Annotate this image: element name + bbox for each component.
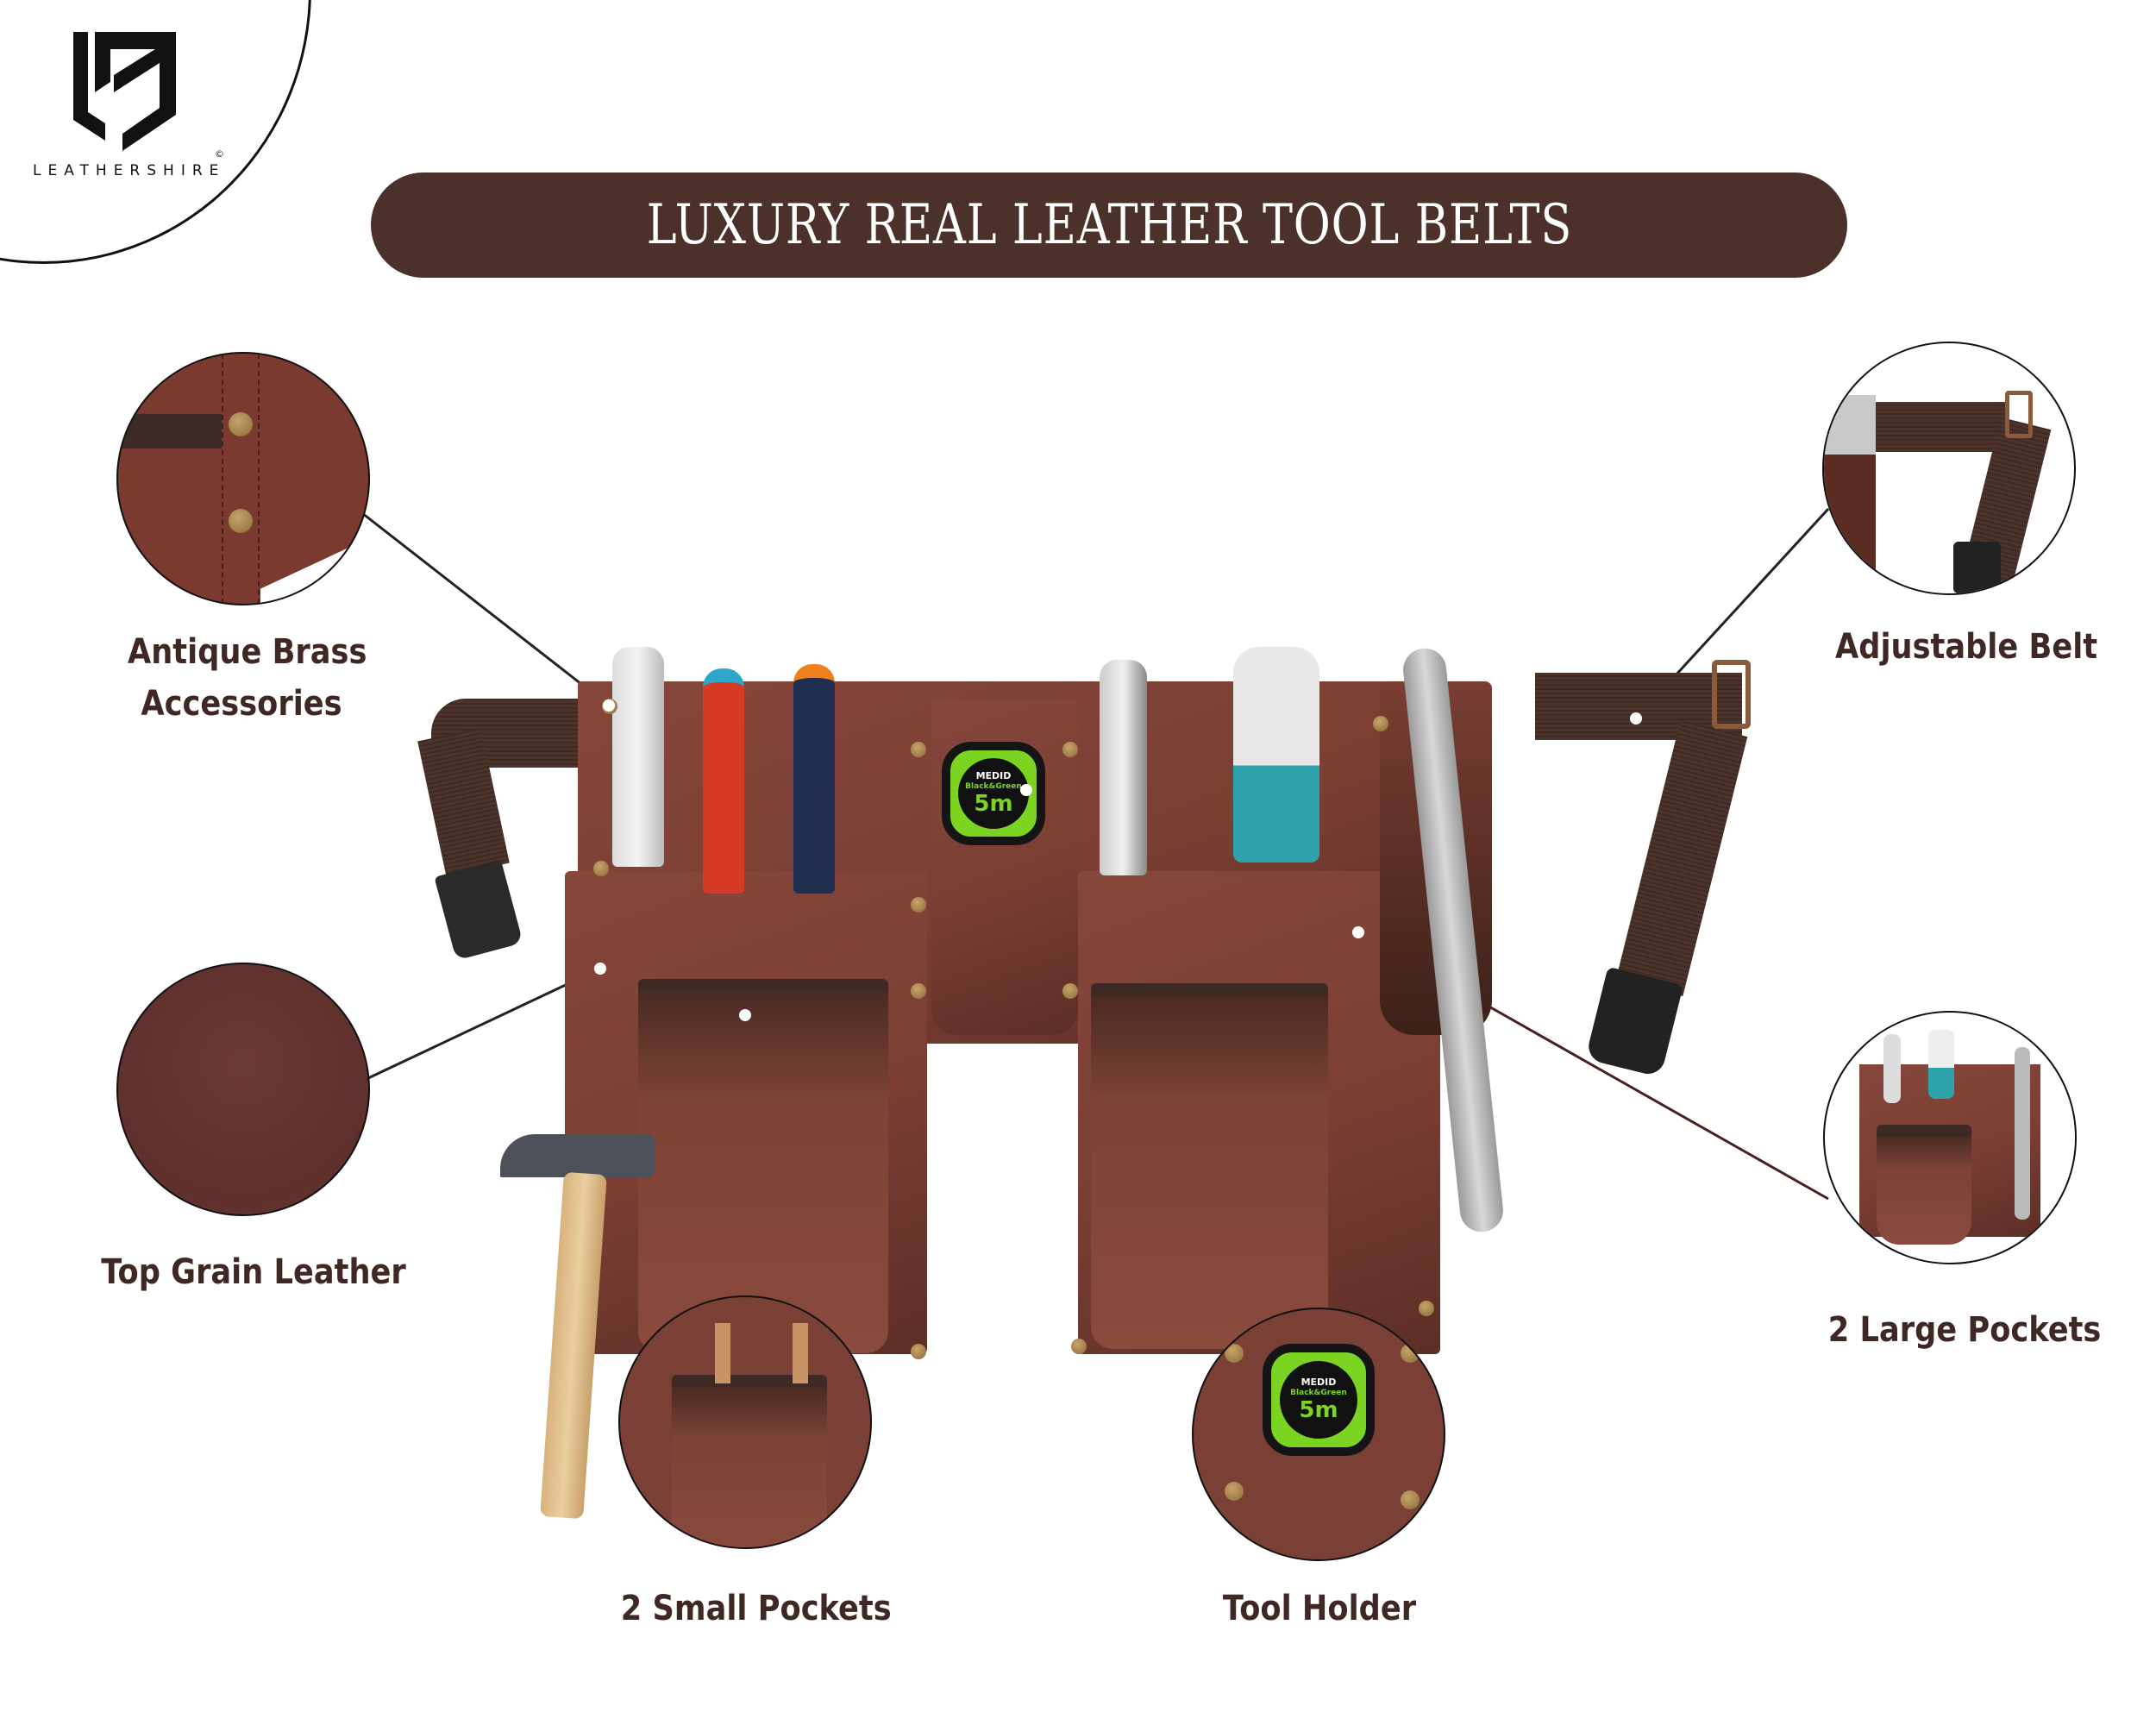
- screwdriver-red-icon: [703, 668, 744, 894]
- callout-dot-tool-holder: [1020, 784, 1032, 796]
- right-strap-drop: [1615, 719, 1748, 997]
- brass-rivet: [1062, 742, 1078, 757]
- screwdriver-orange-icon: [793, 664, 835, 894]
- brass-rivet: [593, 861, 609, 876]
- feature-label-brass: Antique Brass Accessories: [128, 632, 367, 724]
- pliers-icon: [612, 647, 664, 867]
- title-banner: LUXURY REAL LEATHER TOOL BELTS: [371, 172, 1847, 278]
- tape-brand: MEDID: [975, 770, 1012, 781]
- leather-grain-closeup: [116, 963, 370, 1216]
- side-cutters-icon: [1233, 647, 1319, 862]
- brass-rivet: [911, 983, 926, 999]
- brass-rivet: [1419, 1301, 1434, 1316]
- callout-dot-large-pocket: [1352, 926, 1364, 938]
- brass-rivet: [1062, 983, 1078, 999]
- page-title: LUXURY REAL LEATHER TOOL BELTS: [646, 193, 1572, 257]
- feature-label-belt: Adjustable Belt: [1835, 627, 2098, 667]
- tape-model: Black&Green: [965, 782, 1022, 791]
- right-large-pocket: [1091, 983, 1328, 1349]
- feature-label-large-pockets: 2 Large Pockets: [1827, 1310, 2102, 1350]
- brass-rivet: [911, 897, 926, 913]
- callout-dot-small-pocket: [739, 1009, 751, 1021]
- closeup-tape-brand: MEDID: [1300, 1377, 1337, 1388]
- hammer-head-icon: [500, 1134, 655, 1177]
- callout-dot-brass: [603, 699, 615, 712]
- brass-rivet-closeup: [116, 352, 370, 605]
- closeup-tape-size: 5m: [1299, 1397, 1338, 1423]
- large-pocket-closeup: [1823, 1011, 2077, 1264]
- tape-size: 5m: [974, 791, 1013, 817]
- slide-adjuster-icon: [1712, 660, 1751, 729]
- right-buckle-icon: [1585, 966, 1683, 1078]
- tape-measure: MEDID Black&Green 5m: [942, 742, 1045, 845]
- copyright-mark: ©: [215, 148, 224, 160]
- brass-rivet: [911, 742, 926, 757]
- brass-rivet: [1373, 716, 1388, 731]
- callout-dot-leather: [594, 963, 606, 975]
- brass-rivet: [1071, 1339, 1087, 1354]
- left-buckle-icon: [434, 859, 523, 961]
- belt-buckle-closeup: [1822, 342, 2076, 595]
- callout-dot-belt: [1630, 712, 1642, 724]
- feature-label-tool-holder: Tool Holder: [1222, 1589, 1417, 1628]
- pliers-dewalt-icon: [1100, 660, 1147, 875]
- feature-label-leather: Top Grain Leather: [101, 1252, 406, 1292]
- tape-holder-closeup: MEDID Black&Green 5m: [1192, 1308, 1445, 1561]
- brass-rivet: [911, 1344, 926, 1359]
- shield-ls-monogram-icon: [73, 32, 176, 151]
- closeup-tape-model: Black&Green: [1290, 1389, 1347, 1397]
- left-small-pocket: [638, 979, 888, 1353]
- brand-wordmark: LEATHERSHIRE: [33, 162, 226, 179]
- tool-belt-product: MEDID Black&Green 5m: [414, 638, 1828, 1527]
- feature-label-small-pockets: 2 Small Pockets: [620, 1589, 892, 1628]
- small-pocket-closeup: [618, 1295, 872, 1549]
